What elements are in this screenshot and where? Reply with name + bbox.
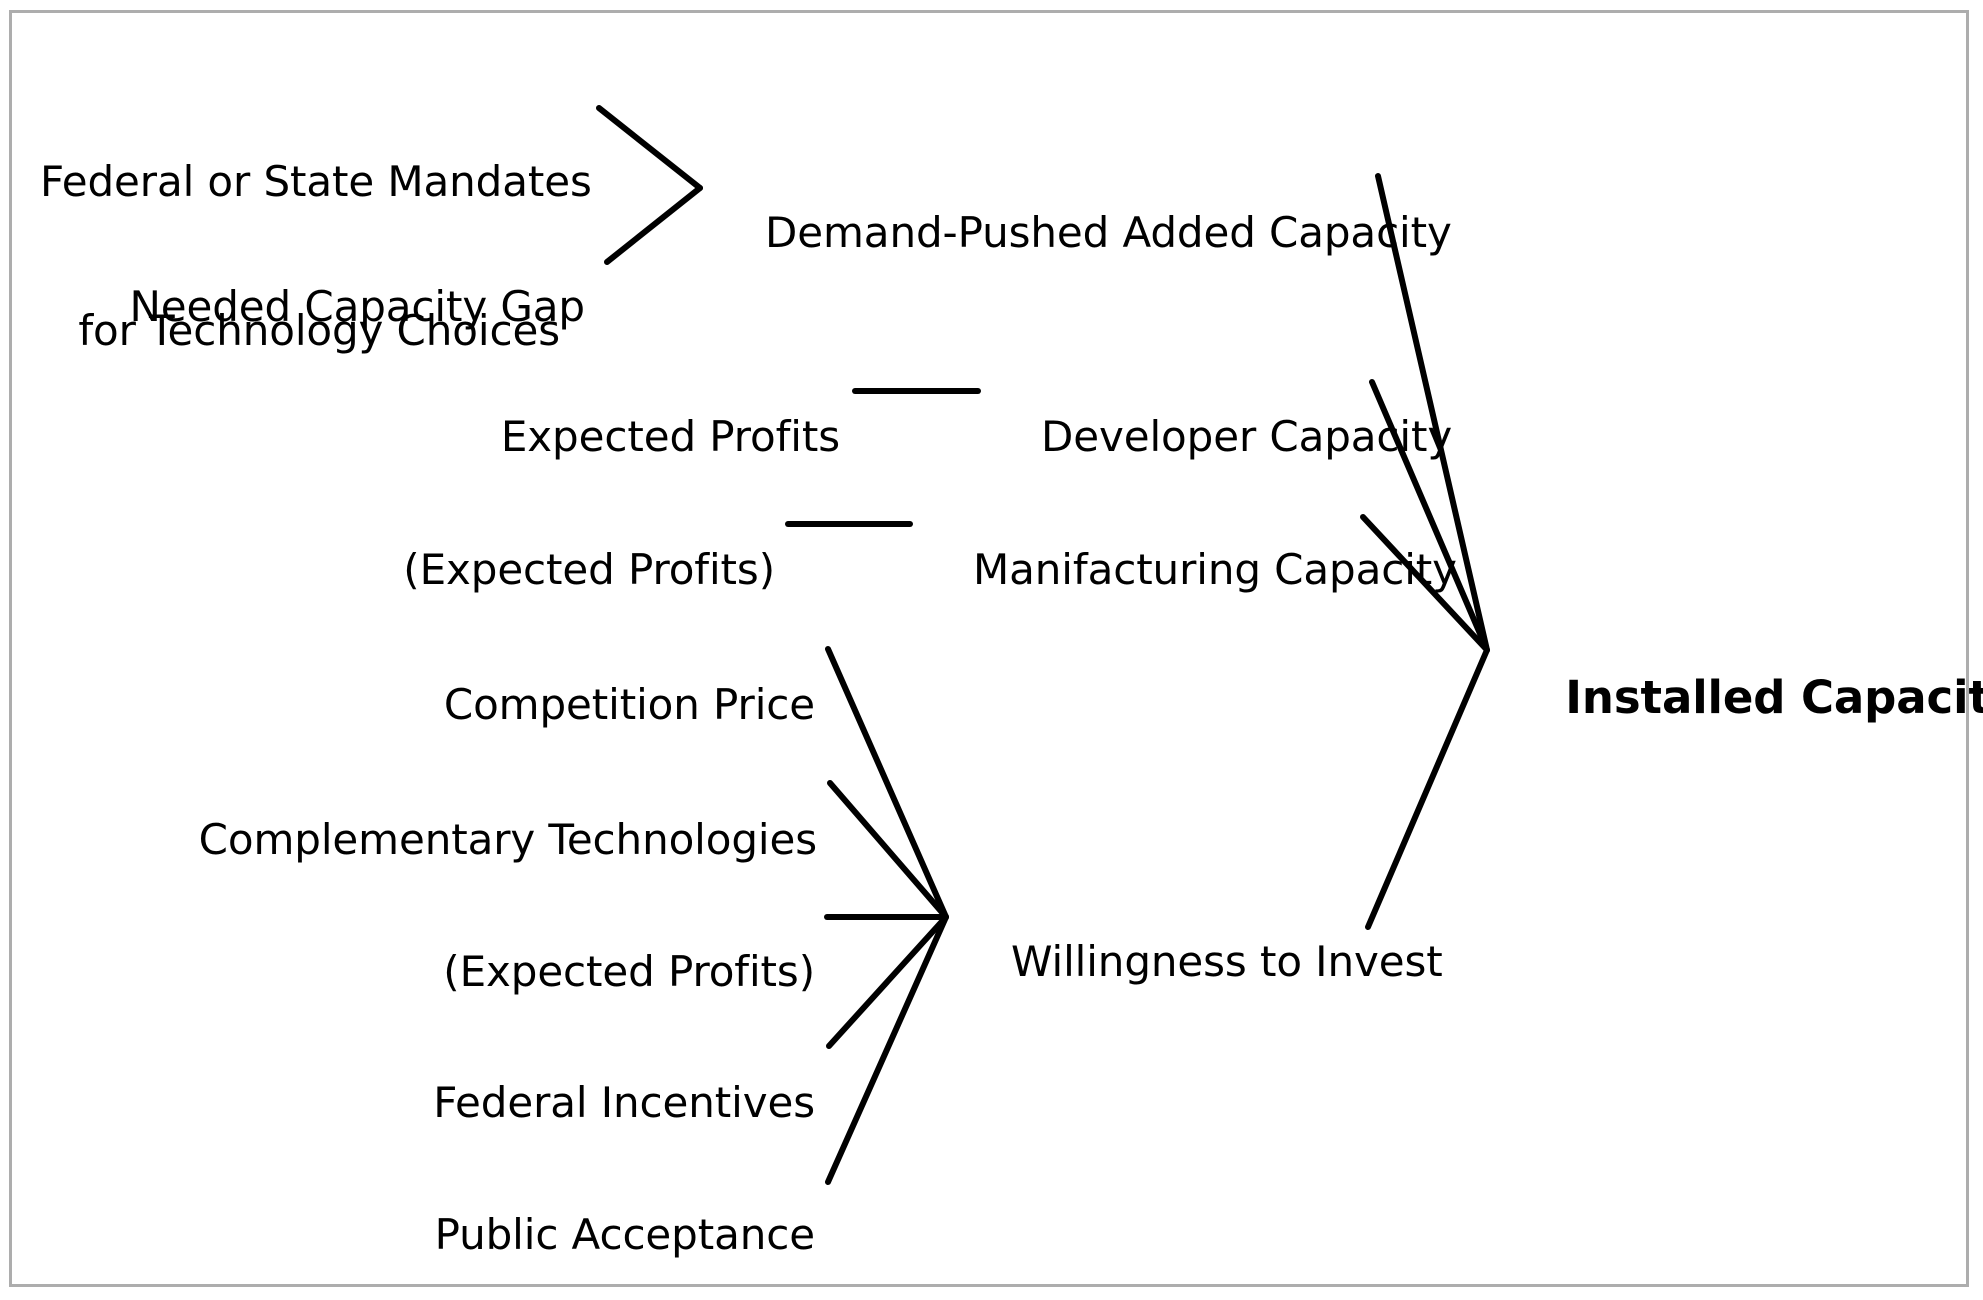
node-demand-pushed-added-capacity[interactable]: Demand-Pushed Added Capacity [712, 158, 1452, 307]
node-expected-profits-developer[interactable]: Expected Profits [330, 362, 840, 511]
node-competition-price[interactable]: Competition Price [300, 630, 815, 779]
node-needed-capacity-gap[interactable]: Needed Capacity Gap [60, 232, 585, 381]
node-expected-profits-investment-label: (Expected Profits) [443, 946, 815, 996]
node-complementary-technologies-label: Complementary Technologies [198, 814, 817, 864]
node-public-acceptance-label: Public Acceptance [434, 1209, 815, 1259]
node-competition-price-label: Competition Price [443, 679, 815, 729]
node-expected-profits-investment[interactable]: (Expected Profits) [300, 897, 815, 1046]
node-federal-incentives-label: Federal Incentives [433, 1077, 815, 1127]
node-complementary-technologies[interactable]: Complementary Technologies [110, 765, 817, 914]
node-federal-state-mandates[interactable]: Federal or State Mandates for Technology… [40, 58, 592, 454]
node-federal-incentives[interactable]: Federal Incentives [300, 1028, 815, 1177]
node-manifacturing-capacity[interactable]: Manifacturing Capacity [920, 495, 1520, 644]
node-willingness-to-invest-label: Willingness to Invest [1011, 936, 1443, 986]
node-demand-pushed-added-capacity-label: Demand-Pushed Added Capacity [765, 207, 1452, 257]
node-developer-capacity[interactable]: Developer Capacity [988, 362, 1508, 511]
node-installed-capacity[interactable]: Installed Capacity [1503, 618, 1983, 777]
node-expected-profits-manifacturing[interactable]: (Expected Profits) [260, 495, 775, 644]
node-federal-state-mandates-line2: for Technology Choices [78, 305, 560, 355]
node-federal-state-mandates-line1: Federal or State Mandates [40, 157, 592, 207]
node-manifacturing-capacity-label: Manifacturing Capacity [973, 544, 1457, 594]
node-expected-profits-developer-label: Expected Profits [500, 411, 840, 461]
node-needed-capacity-gap-label: Needed Capacity Gap [129, 281, 585, 331]
node-public-acceptance[interactable]: Public Acceptance [300, 1160, 815, 1300]
node-installed-capacity-label: Installed Capacity [1565, 671, 1983, 725]
node-expected-profits-manifacturing-label: (Expected Profits) [403, 544, 775, 594]
diagram-frame [9, 10, 1969, 1287]
node-developer-capacity-label: Developer Capacity [1041, 411, 1453, 461]
node-willingness-to-invest[interactable]: Willingness to Invest [958, 887, 1558, 1036]
